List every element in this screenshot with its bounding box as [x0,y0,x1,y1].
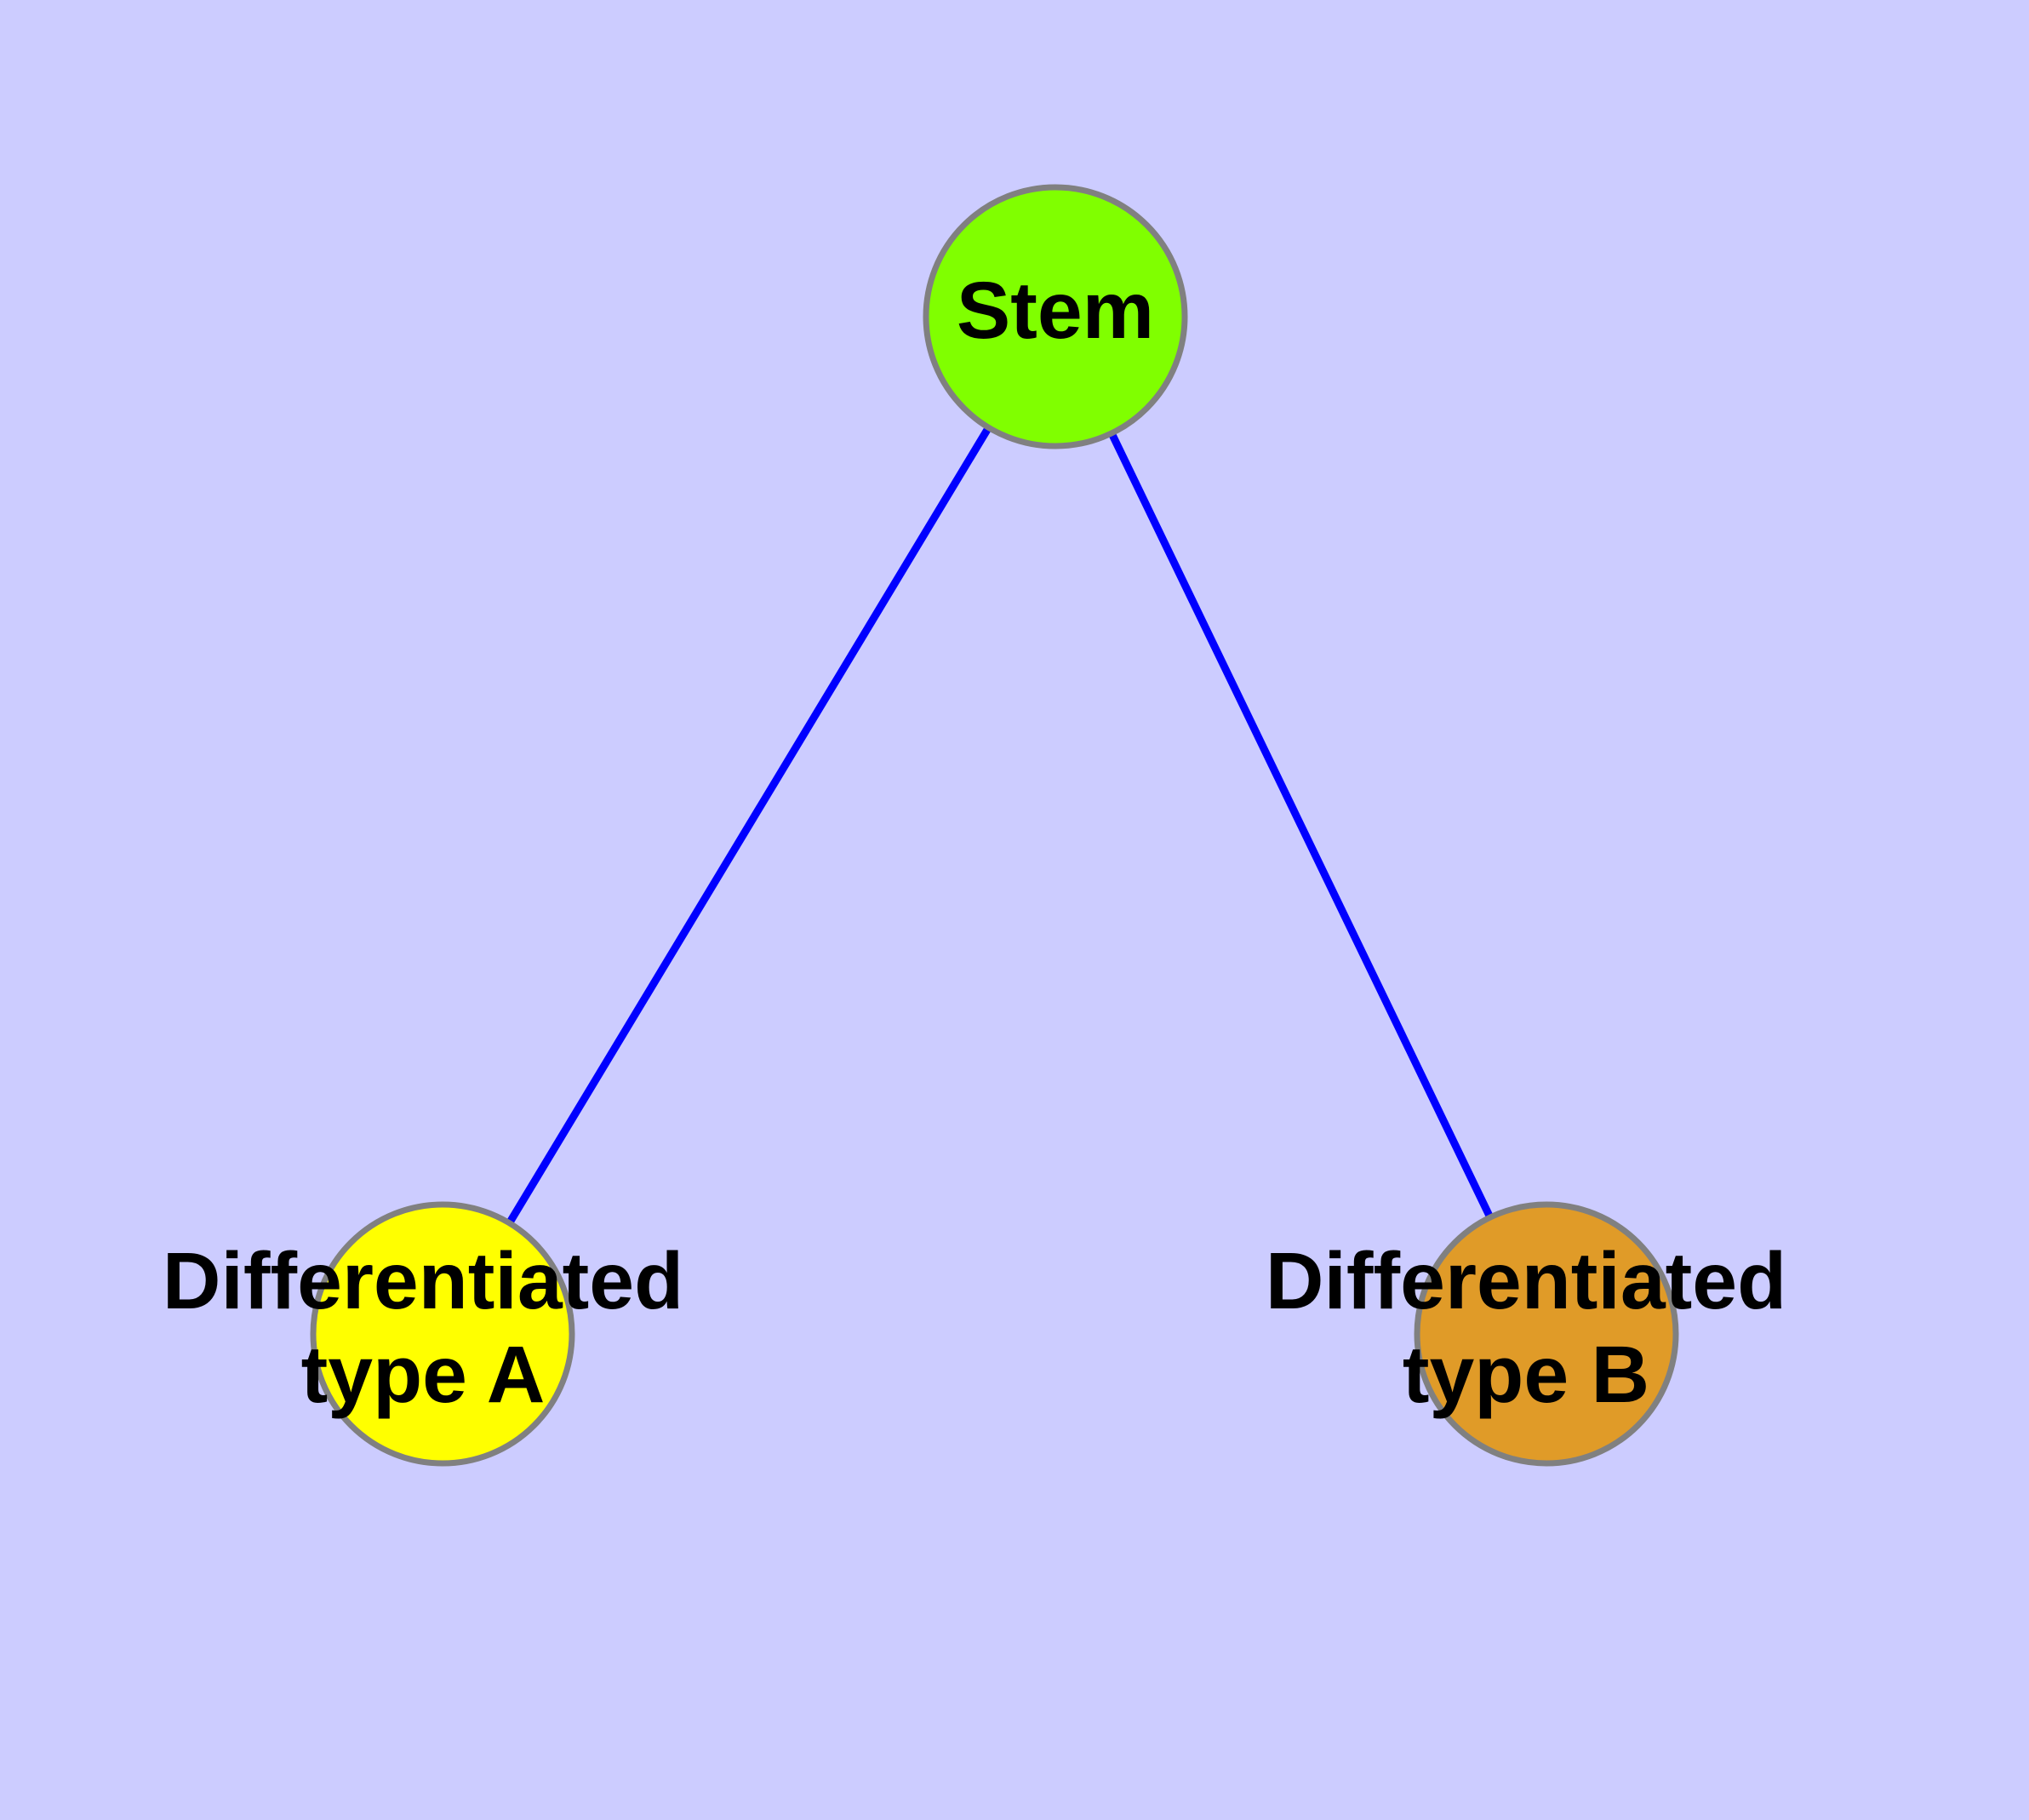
graph-node-stem[interactable]: Stem [923,184,1188,449]
node-label-line: type B [1403,1330,1649,1420]
graph-edge-stem-to-type-b[interactable] [1051,315,1551,1336]
node-label-line: Differentiated [1266,1236,1786,1326]
node-circle-diff-type-b[interactable] [1414,1201,1679,1467]
node-label-line: Stem [957,266,1154,356]
node-label-line: type A [301,1330,546,1420]
node-circle-stem[interactable] [923,184,1188,449]
edge-layer [439,314,1551,1336]
node-circle-diff-type-a[interactable] [310,1201,575,1467]
node-label-stem: Stem [957,266,1154,356]
graph-edge-stem-to-type-a[interactable] [439,314,1059,1336]
node-label-line: Differentiated [163,1236,683,1326]
